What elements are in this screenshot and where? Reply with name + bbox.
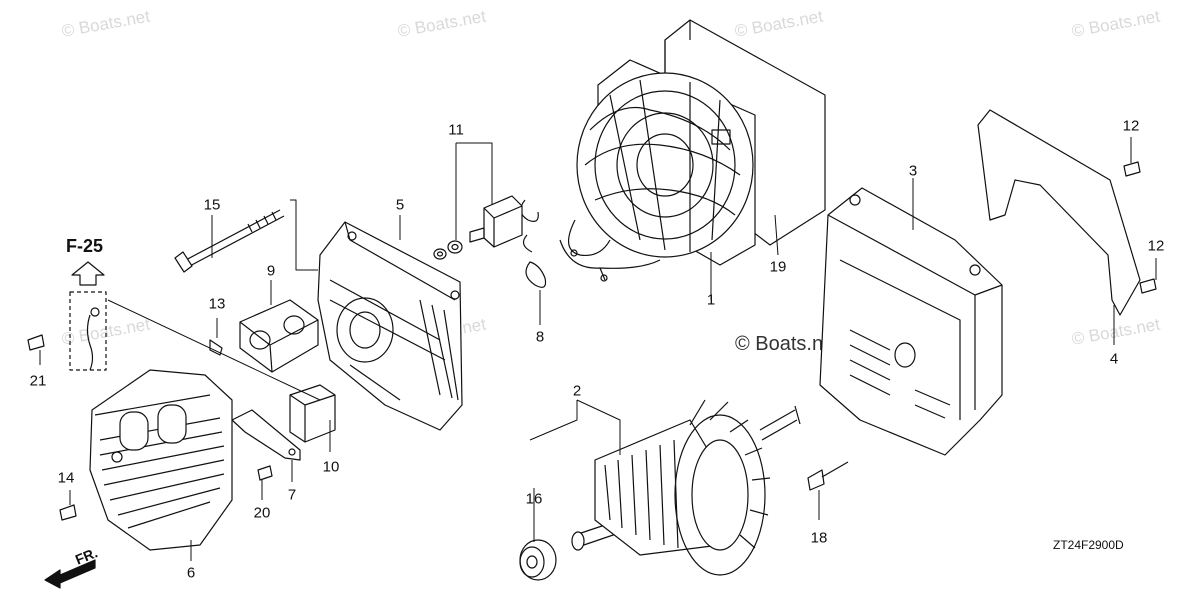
callout-7[interactable]: 7 [287,486,297,504]
up-arrow-icon [71,261,105,286]
callout-18[interactable]: 18 [810,529,828,547]
front-arrow-icon [44,559,96,589]
wire-clamp-part-8 [520,199,547,288]
bearing-part-16 [519,539,557,581]
callout-3[interactable]: 3 [908,162,918,180]
callout-15[interactable]: 15 [203,196,221,214]
bracket-part-7 [231,409,301,461]
callout-8[interactable]: 8 [535,328,545,346]
center-watermark: © Boats.net [735,333,840,355]
screw-part-14 [59,504,77,521]
reference-box [69,291,107,371]
diagram-code: ZT24F2900D [1053,538,1124,552]
screw-part-12-upper [1123,161,1141,177]
through-bolt-part-15 [174,209,285,273]
baffle-part-4 [977,109,1141,316]
screw-part-20 [257,465,273,481]
bolt-part-18 [807,461,849,491]
callout-16[interactable]: 16 [525,490,543,508]
callout-10[interactable]: 10 [322,458,340,476]
front-housing-part-3 [819,187,1003,456]
rear-housing-part-5 [317,221,463,431]
callout-12-upper[interactable]: 12 [1122,117,1140,135]
receptacle-part-9 [239,299,319,373]
callout-2[interactable]: 2 [572,382,582,400]
end-cover-part-6 [89,369,233,551]
stator-part-1 [576,59,756,266]
breaker-part-11 [433,195,523,260]
screw-part-21 [27,334,45,351]
rectifier-part-10 [289,384,336,443]
callout-11[interactable]: 11 [448,121,464,139]
callout-5[interactable]: 5 [395,196,405,214]
callout-14[interactable]: 14 [57,469,75,487]
callout-13[interactable]: 13 [208,295,226,313]
callout-12-lower[interactable]: 12 [1147,237,1165,255]
screw-part-13 [209,339,223,356]
callout-21[interactable]: 21 [29,372,47,390]
callout-9[interactable]: 9 [266,262,276,280]
callout-19[interactable]: 19 [769,258,787,276]
callout-1[interactable]: 1 [706,291,716,309]
ground-wire [86,307,100,371]
wire-harness [559,219,661,282]
screw-part-12-lower [1139,278,1157,294]
reference-label[interactable]: F-25 [66,236,104,256]
callout-6[interactable]: 6 [186,564,196,582]
rotor-part-2 [571,399,801,576]
callout-20[interactable]: 20 [253,504,271,522]
callout-4[interactable]: 4 [1109,350,1119,368]
